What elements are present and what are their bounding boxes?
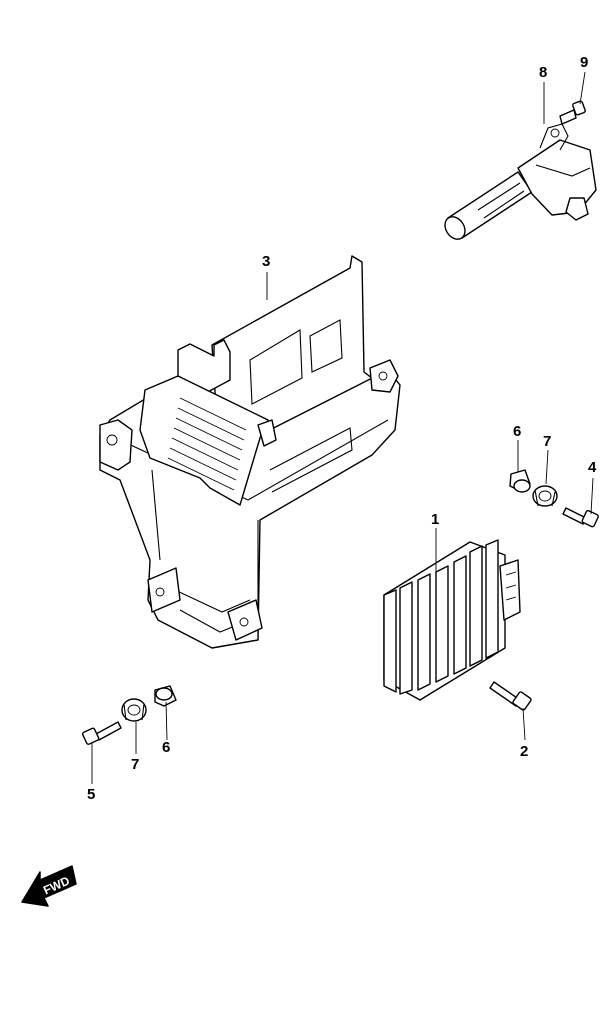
rectifier-bolt-part[interactable] [489,681,532,711]
callout-7-left: 7 [131,756,139,773]
rectifier-regulator-part[interactable] [383,539,521,701]
callout-1: 1 [431,511,439,528]
right-bolt-part[interactable] [562,507,599,528]
grommet-left-part[interactable] [121,698,147,722]
callout-4: 4 [588,459,597,476]
collar-right-part[interactable] [509,469,531,493]
collar-left-part[interactable] [154,685,177,707]
callout-6-left: 6 [162,739,170,756]
callout-7-right: 7 [543,433,551,450]
callout-6-right: 6 [513,423,521,440]
callout-3: 3 [262,253,270,270]
leader-lines [91,71,594,784]
coil-bolt-part[interactable] [559,100,586,125]
ignition-coil-part[interactable] [441,123,597,243]
left-bolt-part[interactable] [81,721,122,745]
callout-2: 2 [520,743,528,760]
fwd-arrow-icon: FWD [21,865,77,907]
callout-8: 8 [539,64,547,81]
callout-9: 9 [580,54,588,71]
grommet-right-part[interactable] [532,485,558,507]
callout-5: 5 [87,786,95,803]
bracket-part[interactable] [99,255,401,649]
